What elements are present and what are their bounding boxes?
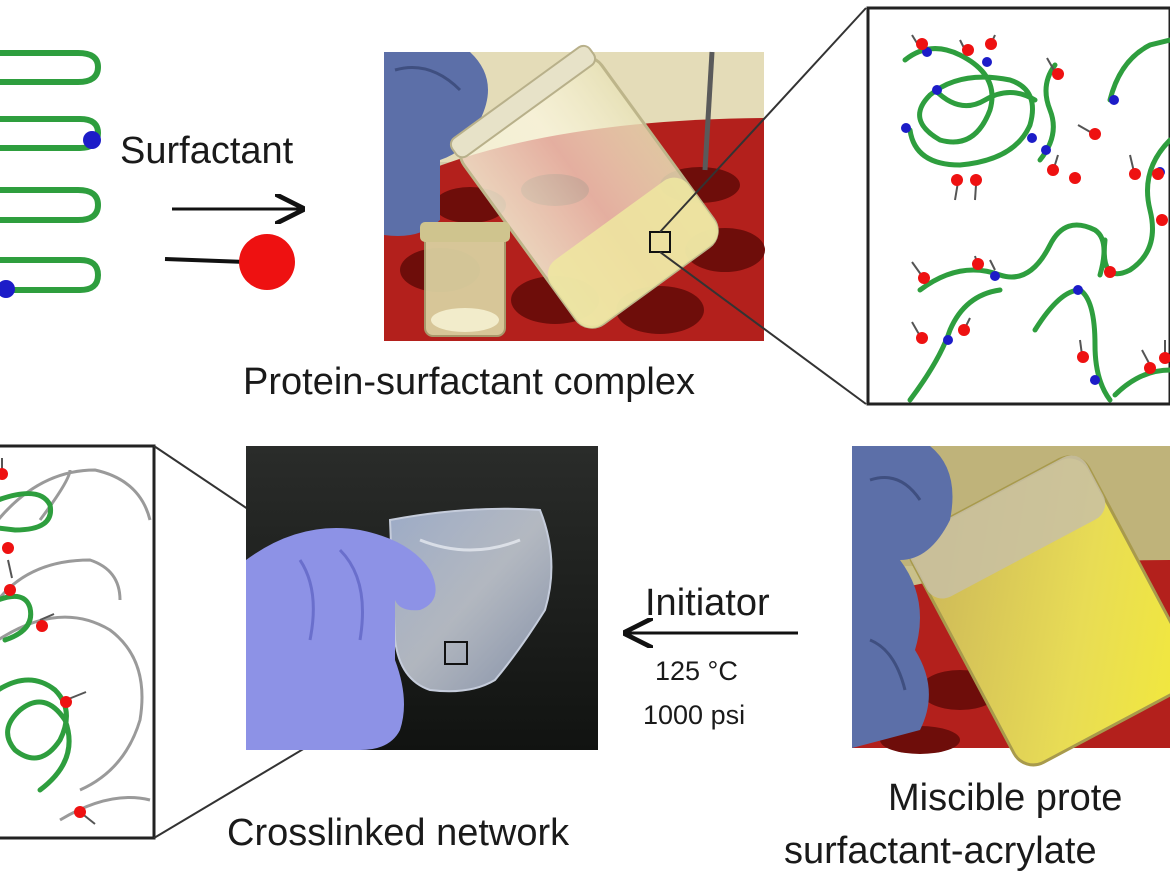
miscible-label-line1: Miscible prote: [888, 777, 1122, 819]
network-photo: [246, 446, 598, 750]
zoom-line: [659, 7, 867, 233]
network-label: Crosslinked network: [227, 812, 570, 854]
surface-anchor-dot: [0, 280, 15, 298]
complex-schematic-inset: [866, 6, 1170, 406]
pressure-label: 1000 psi: [643, 700, 745, 730]
folded-protein-hairpins: [0, 50, 102, 293]
initiator-label: Initiator: [645, 582, 770, 624]
network-schematic-inset: [0, 444, 156, 840]
surfactant-label: Surfactant: [120, 130, 294, 172]
surfactant-molecule-icon: [164, 234, 295, 290]
miscible-label-line2: surfactant-acrylate: [784, 830, 1097, 872]
complex-label: Protein-surfactant complex: [243, 361, 695, 403]
miscible-photo: [852, 446, 1170, 767]
temperature-label: 125 °C: [655, 656, 738, 686]
surface-anchor-dot: [83, 131, 101, 149]
zoom-line: [659, 251, 867, 405]
complex-photo: [384, 44, 765, 341]
